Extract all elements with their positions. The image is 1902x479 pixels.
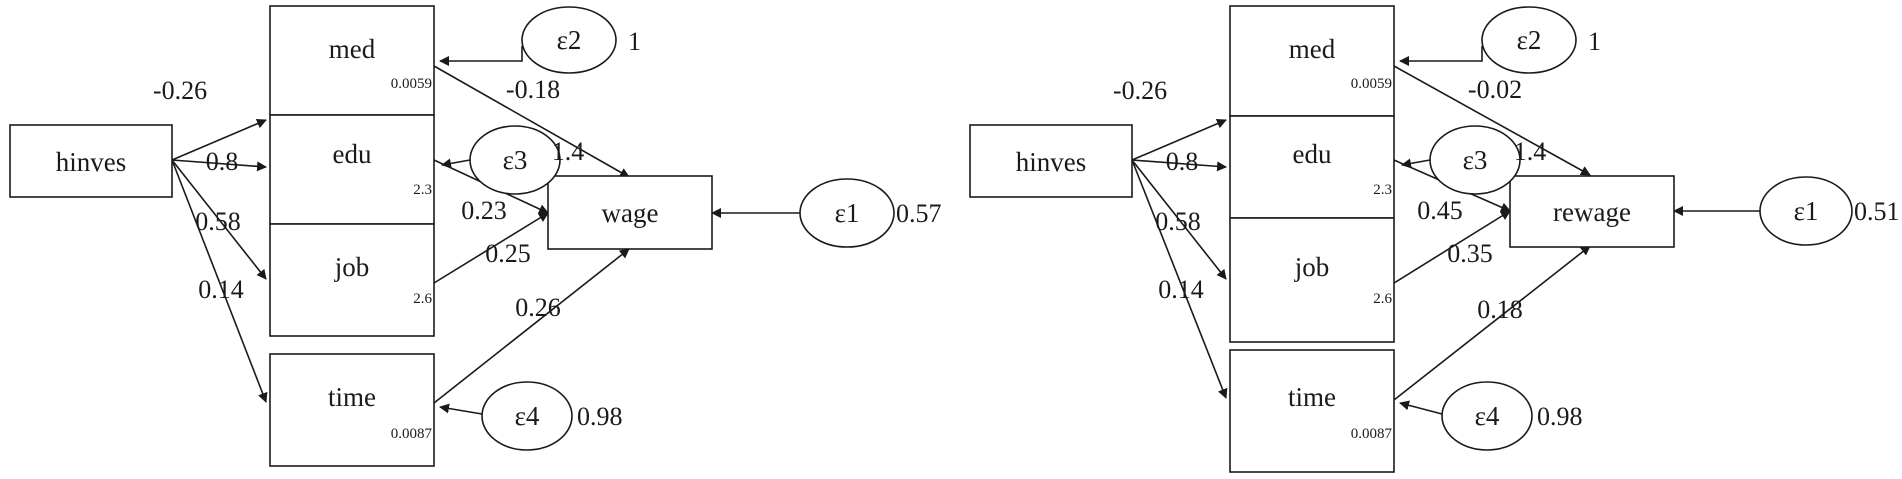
label-outcome: rewage: [1553, 197, 1631, 227]
edges: [1131, 46, 1760, 415]
label-med: med: [1289, 34, 1336, 64]
coef-med-outcome: -0.18: [506, 75, 560, 104]
coef-hinves-med: -0.26: [153, 76, 207, 105]
label-hinves: hinves: [56, 147, 127, 177]
label-e4: ε4: [1475, 401, 1500, 431]
node-box-med: [269, 5, 435, 116]
node-box-edu: [269, 114, 435, 225]
node-ellipse-e4: [1441, 381, 1533, 451]
edge-hinves-time: [1131, 159, 1228, 399]
edge-e4-time: [1399, 400, 1443, 415]
edge-hinves-job: [1131, 159, 1227, 280]
edge-hinves-med: [1131, 118, 1227, 161]
edge-med-rewage: [1393, 65, 1591, 176]
node-box-wage: [547, 175, 713, 250]
coef-hinves-time: 0.14: [198, 275, 244, 304]
coef-med-outcome-b: 1.4: [552, 137, 585, 166]
node-ellipse-e4: [481, 381, 573, 451]
node-box-med: [1229, 5, 1395, 117]
intercept-job: 2.6: [413, 291, 432, 307]
label-e3: ε3: [503, 145, 528, 175]
edge-hinves-edu: [171, 159, 267, 172]
coef-hinves-med: -0.26: [1113, 76, 1167, 105]
variance-e4: 0.98: [577, 402, 623, 431]
coef-job-outcome: 0.25: [485, 239, 531, 268]
node-box-time: [1229, 349, 1395, 473]
edge-hinves-time: [171, 159, 268, 403]
intercept-edu: 2.3: [1373, 182, 1392, 198]
label-e2: ε2: [557, 25, 582, 55]
coef-hinves-job: 0.58: [195, 207, 241, 236]
edge-time-rewage: [1393, 245, 1591, 401]
edge-e2-med: [439, 46, 523, 66]
coef-edu-outcome: 0.45: [1417, 196, 1463, 225]
node-box-time: [269, 353, 435, 467]
label-edu: edu: [1293, 139, 1332, 169]
intercept-med: 0.0059: [1351, 76, 1392, 92]
intercept-time: 0.0087: [391, 426, 433, 442]
label-job: job: [1294, 252, 1330, 282]
label-e1: ε1: [1794, 196, 1819, 226]
coef-hinves-time: 0.14: [1158, 275, 1204, 304]
path-diagram-wage: hinves med edu job time wage ε1 ε2 ε3 ε4…: [9, 5, 942, 467]
node-box-rewage: [1509, 175, 1675, 248]
intercept-time: 0.0087: [1351, 426, 1393, 442]
edge-job-rewage: [1393, 210, 1511, 284]
edge-job-wage: [433, 212, 549, 284]
variance-e2: 1: [1588, 27, 1601, 56]
label-edu: edu: [333, 139, 372, 169]
coef-hinves-job: 0.58: [1155, 207, 1201, 236]
variance-e4: 0.98: [1537, 402, 1583, 431]
label-e3: ε3: [1463, 145, 1488, 175]
label-med: med: [329, 34, 376, 64]
coef-med-outcome: -0.02: [1468, 75, 1522, 104]
intercept-job: 2.6: [1373, 291, 1392, 307]
node-ellipse-e3: [1429, 125, 1521, 195]
node-ellipse-e3: [469, 125, 561, 195]
variance-e1: 0.51: [1854, 197, 1900, 226]
edge-hinves-med: [171, 118, 267, 161]
edge-hinves-job: [171, 159, 267, 280]
node-box-hinves: [9, 124, 173, 198]
label-e2: ε2: [1517, 25, 1542, 55]
variance-e1: 0.57: [896, 199, 942, 228]
node-box-edu: [1229, 115, 1395, 219]
node-box-hinves: [969, 124, 1133, 198]
coef-time-outcome: 0.18: [1477, 295, 1523, 324]
coef-time-outcome: 0.26: [515, 293, 561, 322]
node-box-job: [269, 223, 435, 337]
label-e1: ε1: [835, 198, 860, 228]
node-ellipse-e1: [799, 178, 895, 248]
edge-hinves-edu: [1131, 159, 1227, 172]
label-outcome: wage: [602, 198, 659, 228]
label-hinves: hinves: [1016, 147, 1087, 177]
label-time: time: [1288, 382, 1336, 412]
edge-e4-time: [439, 403, 483, 415]
edge-e3-edu: [441, 158, 471, 169]
label-time: time: [328, 382, 376, 412]
intercept-edu: 2.3: [413, 182, 432, 198]
coef-edu-outcome: 0.23: [461, 196, 507, 225]
coef-hinves-edu: 0.8: [206, 147, 239, 176]
intercept-med: 0.0059: [391, 76, 432, 92]
coef-hinves-edu: 0.8: [1166, 147, 1199, 176]
edge-e2-med: [1399, 46, 1483, 66]
path-diagram-rewage: hinves med edu job time rewage ε1 ε2 ε3 …: [969, 5, 1900, 473]
label-job: job: [334, 252, 370, 282]
label-e4: ε4: [515, 401, 540, 431]
variance-e2: 1: [628, 27, 641, 56]
coef-job-outcome: 0.35: [1447, 239, 1493, 268]
edge-time-wage: [433, 248, 630, 404]
node-ellipse-e2: [1481, 6, 1577, 74]
edge-med-wage: [433, 65, 630, 178]
node-box-job: [1229, 217, 1395, 343]
edge-e3-edu: [1401, 158, 1431, 169]
coef-med-outcome-b: 1.4: [1514, 137, 1547, 166]
node-ellipse-e2: [521, 6, 617, 74]
node-ellipse-e1: [1759, 176, 1853, 246]
